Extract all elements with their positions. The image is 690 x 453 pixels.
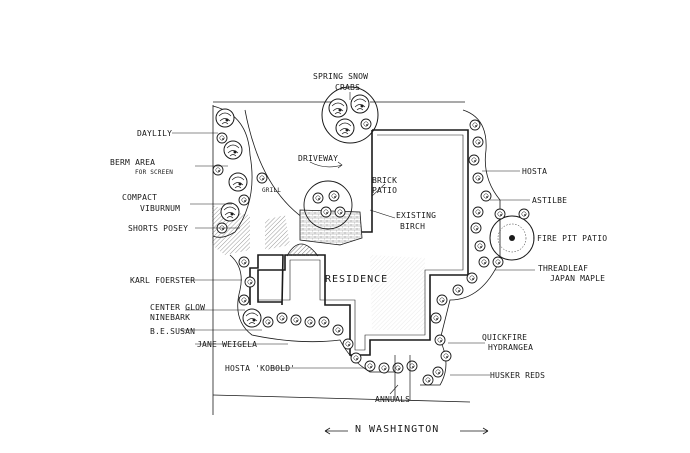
label-brick: BRICK xyxy=(372,176,398,185)
leader-lines xyxy=(172,92,535,395)
label-grill: GRILL xyxy=(262,187,282,194)
label-astilbe: ASTILBE xyxy=(532,196,568,205)
label-jane-weigela: JANE WEIGELA xyxy=(197,340,258,349)
ground-cover-hatch xyxy=(212,205,425,330)
label-driveway: DRIVEWAY xyxy=(298,154,339,163)
label-hosta-kobold: HOSTA 'KOBOLD' xyxy=(225,364,296,373)
right-bed-plants xyxy=(422,119,492,386)
brick-patio xyxy=(299,209,363,246)
label-karl-foerster: KARL FOERSTER xyxy=(130,276,196,285)
label-crabs: CRABS xyxy=(335,83,361,92)
label-annuals: ANNUALS xyxy=(375,395,411,404)
label-hosta: HOSTA xyxy=(522,167,548,176)
label-residence: RESIDENCE xyxy=(325,274,389,285)
fire-pit-patio xyxy=(489,208,535,268)
label-spring-snow: SPRING SNOW xyxy=(313,72,369,81)
label-husker-reds: HUSKER REDS xyxy=(490,371,546,380)
label-existing: EXISTING xyxy=(396,211,437,220)
street-name: N WASHINGTON xyxy=(355,424,440,435)
label-for-screen: FOR SCREEN xyxy=(135,169,174,176)
brick-patio-arc xyxy=(286,243,319,257)
spring-snow-crabs xyxy=(321,86,379,144)
street-arrow xyxy=(324,427,489,435)
property-boundary xyxy=(212,101,471,415)
label-threadleaf: THREADLEAF xyxy=(538,264,589,273)
label-compact: COMPACT xyxy=(122,193,158,202)
label-be-susan: B.E.SUSAN xyxy=(150,327,196,336)
label-birch: BIRCH xyxy=(400,222,426,231)
berm-bed xyxy=(212,105,253,238)
label-hydrangea: HYDRANGEA xyxy=(488,343,534,352)
label-ninebark: NINEBARK xyxy=(150,313,191,322)
label-quickfire: QUICKFIRE xyxy=(482,333,528,342)
existing-birch xyxy=(303,180,353,230)
label-shorts-posey: SHORTS POSEY xyxy=(128,224,189,233)
label-berm-area: BERM AREA xyxy=(110,158,156,167)
label-daylily: DAYLILY xyxy=(137,129,173,138)
front-walk xyxy=(394,355,411,400)
label-viburnum: VIBURNUM xyxy=(140,204,181,213)
lower-left-bed xyxy=(229,254,400,373)
label-fire-pit-patio: FIRE PIT PATIO xyxy=(537,234,608,243)
label-patio: PATIO xyxy=(372,186,398,195)
label-japan-maple: JAPAN MAPLE xyxy=(550,274,606,283)
label-center-glow: CENTER GLOW xyxy=(150,303,206,312)
driveway-arrow xyxy=(309,161,343,169)
